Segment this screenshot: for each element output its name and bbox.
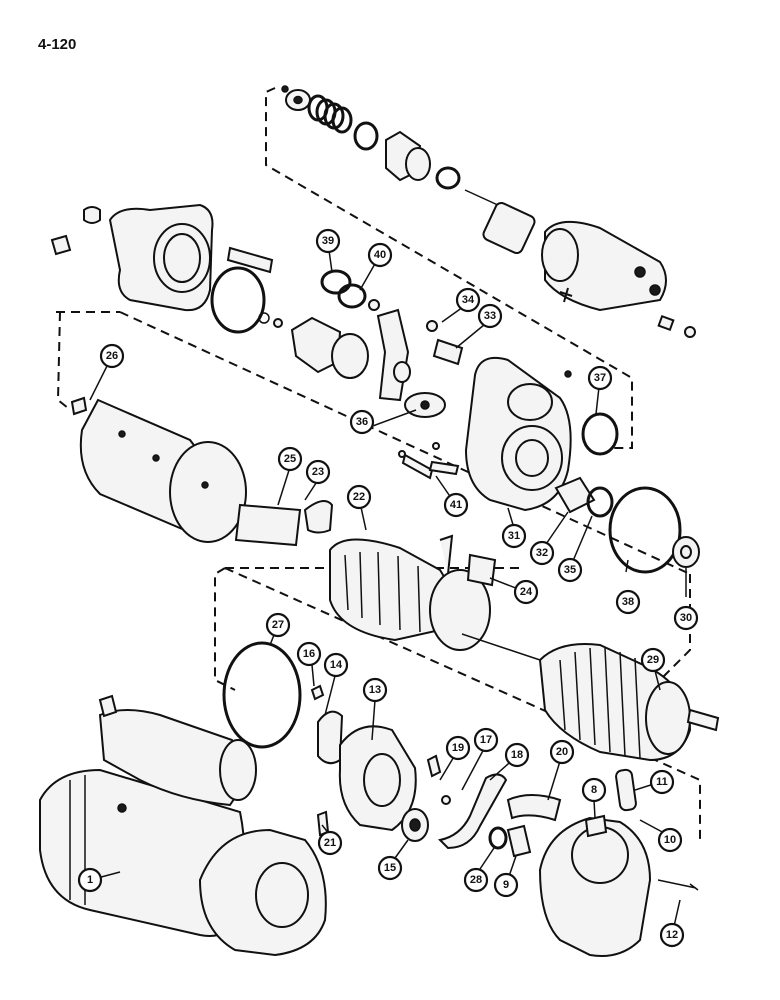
callout-label: 11 <box>656 776 668 788</box>
callout: 11 <box>649 769 675 795</box>
field-frame <box>70 396 334 547</box>
callout-label: 37 <box>594 372 606 384</box>
callout-label: 12 <box>666 929 678 941</box>
brush-plate <box>437 773 562 858</box>
callout-label: 15 <box>384 862 396 874</box>
callout: 34 <box>455 287 481 313</box>
callout-label: 20 <box>556 746 568 758</box>
callout-label: 24 <box>520 586 533 598</box>
callout: 13 <box>362 677 388 703</box>
callout: 18 <box>504 742 530 768</box>
callout: 26 <box>99 343 125 369</box>
callout: 23 <box>305 459 331 485</box>
callout: 1 <box>77 867 103 893</box>
callout-label: 33 <box>484 310 496 322</box>
callout: 17 <box>473 727 499 753</box>
callout: 21 <box>317 830 343 856</box>
callout-label: 14 <box>330 659 343 671</box>
callout: 14 <box>323 652 349 678</box>
callout-label: 21 <box>324 837 336 849</box>
callout-label: 31 <box>508 530 520 542</box>
callout-label: 18 <box>511 749 523 761</box>
group-boundary-solenoid <box>265 87 633 449</box>
callout: 41 <box>443 492 469 518</box>
callout: 40 <box>367 242 393 268</box>
callout: 39 <box>315 228 341 254</box>
callout: 24 <box>513 579 539 605</box>
callout-label: 23 <box>312 466 324 478</box>
callout: 38 <box>615 589 641 615</box>
group-boundary-armature <box>214 567 701 840</box>
callout-label: 22 <box>353 491 365 503</box>
callout: 31 <box>501 523 527 549</box>
callout-label: 10 <box>664 834 676 846</box>
callout-label: 34 <box>462 294 475 306</box>
callout: 15 <box>377 855 403 881</box>
field-coils <box>329 534 497 651</box>
callout: 22 <box>346 484 372 510</box>
callout: 27 <box>265 612 291 638</box>
callout: 33 <box>477 303 503 329</box>
callout: 37 <box>587 365 613 391</box>
callout: 28 <box>463 867 489 893</box>
callout: 32 <box>529 540 555 566</box>
callout-label: 8 <box>591 784 597 796</box>
callout-label: 26 <box>106 350 118 362</box>
callout-label: 25 <box>284 453 296 465</box>
callout-label: 35 <box>564 564 576 576</box>
group-boundary-housing <box>56 311 691 575</box>
callout-label: 29 <box>647 654 659 666</box>
solenoid-plunger-parts <box>281 85 536 255</box>
callout-label: 30 <box>680 612 692 624</box>
callout-label: 41 <box>450 499 462 511</box>
callout-label: 19 <box>452 742 464 754</box>
drive-pinion-and-lever <box>290 269 464 418</box>
callout-label: 40 <box>374 249 386 261</box>
brush-parts <box>222 641 451 842</box>
callout-label: 16 <box>303 648 315 660</box>
callout-label: 27 <box>272 619 284 631</box>
callout: 12 <box>659 922 685 948</box>
callout: 25 <box>277 446 303 472</box>
callout: 10 <box>657 827 683 853</box>
callout-label: 38 <box>622 596 634 608</box>
callout: 20 <box>549 739 575 765</box>
callout: 36 <box>349 409 375 435</box>
drive-housing <box>50 203 283 334</box>
page-number: 4-120 <box>38 36 77 53</box>
armature <box>461 633 720 762</box>
callout: 9 <box>493 872 519 898</box>
callout: 19 <box>445 735 471 761</box>
callout-label: 36 <box>356 416 368 428</box>
bearings-right <box>554 476 700 574</box>
commutator-end-cover <box>538 768 699 957</box>
callout: 30 <box>673 605 699 631</box>
solenoid-body <box>541 221 696 338</box>
callout-label: 32 <box>536 547 548 559</box>
callout-label: 13 <box>369 684 381 696</box>
starter-assembly <box>39 694 327 957</box>
callout-label: 9 <box>503 879 509 891</box>
callout: 35 <box>557 557 583 583</box>
callout-label: 17 <box>480 734 492 746</box>
callout: 16 <box>296 641 322 667</box>
callout-label: 1 <box>87 874 93 886</box>
lever-housing <box>398 356 619 512</box>
callout-label: 28 <box>470 874 482 886</box>
callout: 29 <box>640 647 666 673</box>
callout-label: 39 <box>322 235 334 247</box>
callout: 8 <box>581 777 607 803</box>
